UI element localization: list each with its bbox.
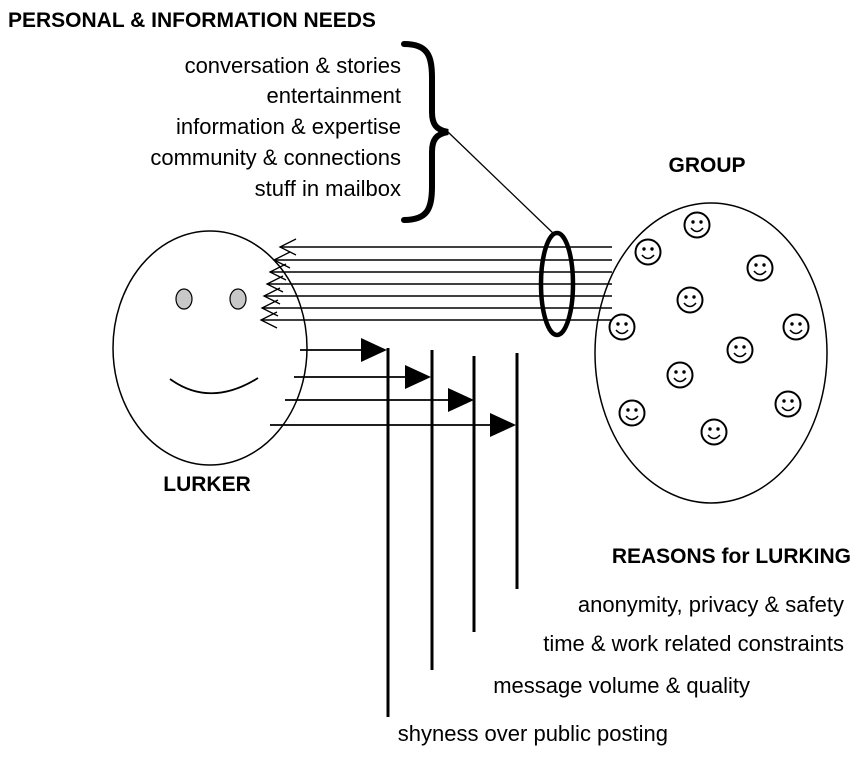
lurking-barriers <box>386 348 519 717</box>
group-members <box>608 211 810 446</box>
incoming-arrow <box>259 311 612 329</box>
incoming-arrow <box>260 299 612 317</box>
reason-item-time: time & work related constraints <box>543 631 844 656</box>
group-label: GROUP <box>668 154 745 177</box>
incoming-arrow <box>278 238 612 256</box>
group-member-face <box>774 390 802 418</box>
content-ring <box>538 230 576 338</box>
group-member-face <box>608 313 636 341</box>
brace-connector-line <box>447 131 556 236</box>
incoming-arrow <box>268 263 612 281</box>
group-member-face <box>782 313 810 341</box>
arrowhead <box>361 338 387 362</box>
group-member-face <box>618 399 646 427</box>
reasons-title: REASONS for LURKING <box>612 545 851 568</box>
incoming-arrow <box>262 287 612 305</box>
reasons-list: anonymity, privacy & safety time & work … <box>398 592 844 746</box>
lurker-label: LURKER <box>163 473 251 496</box>
needs-brace <box>401 41 449 223</box>
group-circle <box>594 202 828 504</box>
group-member-face <box>634 238 662 266</box>
reason-item-anonymity: anonymity, privacy & safety <box>578 592 844 617</box>
lurker-right-eye <box>229 288 247 310</box>
group-member-face <box>746 254 774 282</box>
incoming-content-arrows <box>259 238 612 329</box>
lurker-face <box>112 230 308 466</box>
lurker-mouth <box>169 377 259 395</box>
group-member-face <box>700 418 728 446</box>
group-member-face <box>666 361 694 389</box>
arrowhead <box>405 365 431 389</box>
group-member-face <box>683 211 711 239</box>
reason-item-shyness: shyness over public posting <box>398 721 668 746</box>
arrowhead <box>490 413 516 437</box>
lurker-left-eye <box>175 288 193 310</box>
reason-item-volume: message volume & quality <box>493 673 750 698</box>
incoming-arrow <box>265 275 612 293</box>
arrowhead <box>448 388 474 412</box>
need-item-mailbox: stuff in mailbox <box>255 176 401 201</box>
need-item-community: community & connections <box>150 145 401 170</box>
group-member-face <box>726 336 754 364</box>
need-item-information: information & expertise <box>176 114 401 139</box>
incoming-arrow <box>272 251 612 269</box>
need-item-conversation: conversation & stories <box>185 53 401 78</box>
needs-list: conversation & stories entertainment inf… <box>150 53 401 201</box>
needs-title: PERSONAL & INFORMATION NEEDS <box>8 9 376 32</box>
group-member-face <box>676 286 704 314</box>
need-item-entertainment: entertainment <box>266 83 401 108</box>
